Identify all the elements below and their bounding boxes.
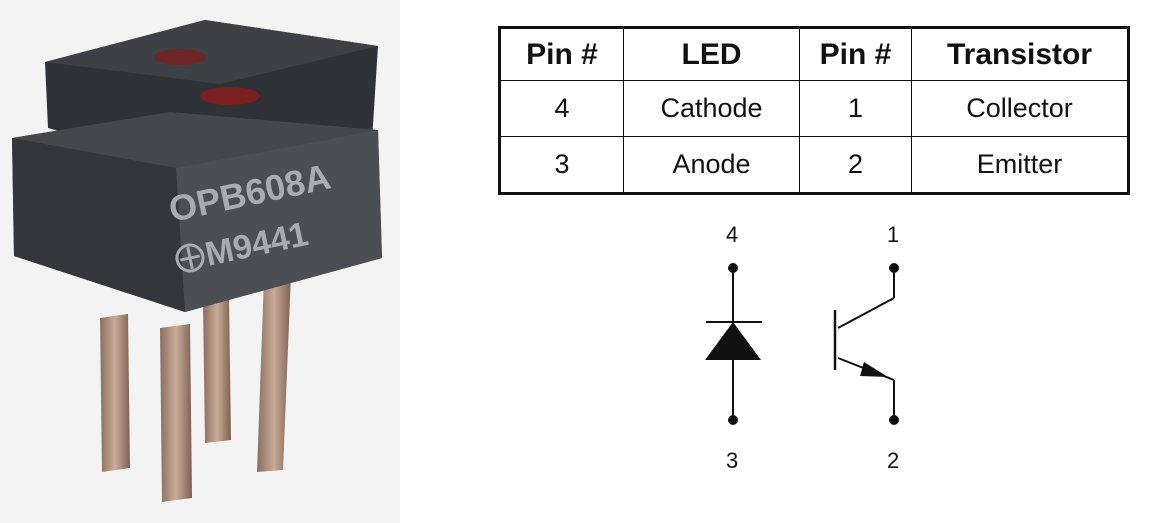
pinout-table: Pin # LED Pin # Transistor 4 Cathode 1 C…: [498, 26, 1130, 195]
table-row: 3 Anode 2 Emitter: [499, 136, 1129, 194]
header-pin-transistor: Pin #: [799, 27, 912, 81]
photo-manufacturer-logo-icon: [175, 243, 205, 273]
pin-label-4: 4: [726, 222, 738, 247]
header-led: LED: [623, 27, 800, 81]
pin-label-2: 2: [887, 448, 899, 473]
diode-triangle-icon: [705, 322, 761, 360]
component-pins: [100, 274, 291, 502]
table-cell: Emitter: [911, 136, 1129, 194]
table-cell: Collector: [911, 80, 1129, 137]
table-row: 4 Cathode 1 Collector: [499, 80, 1129, 137]
table-header-row: Pin # LED Pin # Transistor: [499, 27, 1129, 81]
emitter-arrow-icon: [860, 362, 888, 377]
table-cell: Anode: [623, 136, 800, 194]
component-body: [12, 20, 382, 312]
pin-label-1: 1: [887, 222, 899, 247]
table-cell: Cathode: [623, 80, 800, 137]
table-cell: 2: [799, 136, 912, 194]
table-cell: 3: [499, 136, 624, 194]
pin-dot: [889, 415, 899, 425]
led-diode-symbol: 4 3: [705, 222, 762, 473]
schematic-diagram: 4 3 1 2: [705, 222, 899, 473]
phototransistor-symbol: 1 2: [833, 222, 899, 473]
component-photo: OPB608A M9441: [0, 0, 400, 523]
header-transistor: Transistor: [911, 27, 1129, 81]
pin-dot: [728, 415, 738, 425]
table-cell: 1: [799, 80, 912, 137]
header-pin-led: Pin #: [499, 27, 624, 81]
pin-label-3: 3: [726, 448, 738, 473]
table-cell: 4: [499, 80, 624, 137]
